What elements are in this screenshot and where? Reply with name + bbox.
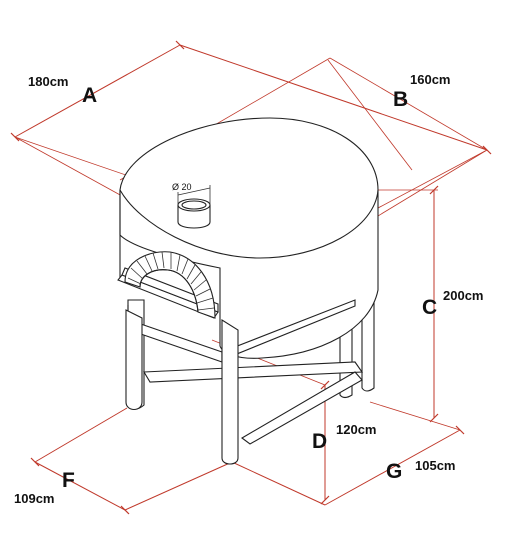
dimension-c-value: 200cm	[443, 288, 483, 303]
dimension-g-letter: G	[386, 460, 402, 483]
dimension-f-letter: F	[62, 469, 75, 492]
chimney	[177, 185, 211, 229]
dimension-g-value: 105cm	[415, 458, 455, 473]
dimension-d-letter: D	[312, 430, 327, 453]
dimension-b-letter: B	[393, 88, 408, 111]
dimension-c-line	[369, 185, 461, 431]
dimension-f-value: 109cm	[14, 491, 54, 506]
oven-dome	[119, 117, 379, 359]
dimension-a-letter: A	[82, 84, 97, 107]
front-ledge	[117, 267, 219, 319]
oven-mouth-arch	[124, 251, 216, 319]
chimney-diameter-label: Ø 20	[172, 182, 192, 192]
dimension-b-value: 160cm	[410, 72, 450, 87]
arch-bricks	[127, 251, 215, 311]
dimension-d-value: 120cm	[336, 422, 376, 437]
dimension-c-letter: C	[422, 296, 437, 319]
dimension-g-line	[124, 425, 465, 511]
rear-stretcher	[143, 361, 364, 445]
dimension-a-value: 180cm	[28, 74, 68, 89]
front-stand	[125, 299, 356, 465]
